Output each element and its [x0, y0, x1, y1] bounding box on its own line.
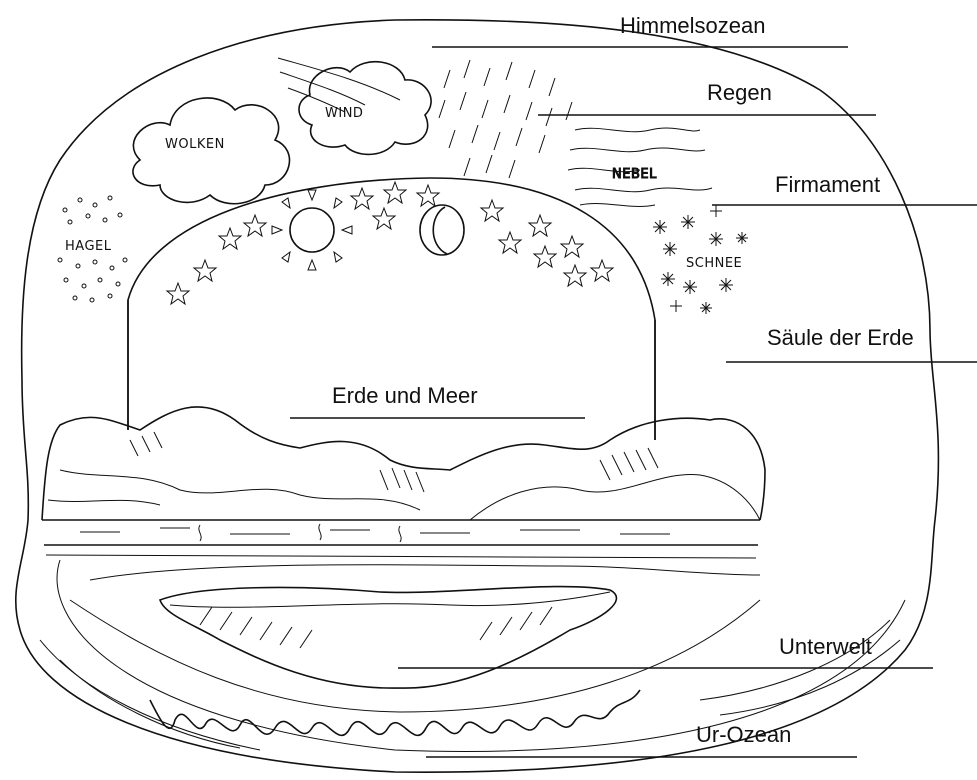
nebel-text: NEBEL — [612, 167, 657, 182]
wolken-text: WOLKEN — [165, 137, 225, 152]
label-regen: Regen — [707, 80, 772, 105]
wind-cloud: WIND — [278, 58, 431, 154]
water-band — [42, 520, 760, 558]
hagel-text: HAGEL — [65, 239, 112, 254]
label-saeule-der-erde: Säule der Erde — [767, 325, 914, 350]
wind-text: WIND — [325, 106, 363, 121]
stalactites — [150, 690, 640, 735]
label-erde-und-meer: Erde und Meer — [332, 383, 478, 408]
label-ur-ozean: Ur-Ozean — [696, 722, 791, 747]
label-himmelsozean: Himmelsozean — [620, 13, 766, 38]
schnee-text: SCHNEE — [686, 256, 742, 271]
label-firmament: Firmament — [775, 172, 880, 197]
underworld — [70, 565, 760, 712]
moon-icon — [420, 205, 464, 255]
wolken-cloud: WOLKEN — [133, 98, 290, 204]
label-unterwelt: Unterwelt — [779, 634, 872, 659]
stars — [167, 182, 613, 304]
sun-icon — [272, 190, 352, 270]
mountains — [42, 407, 765, 520]
nebel-fog: NEBEL — [568, 128, 712, 206]
rain-strokes — [439, 60, 572, 178]
